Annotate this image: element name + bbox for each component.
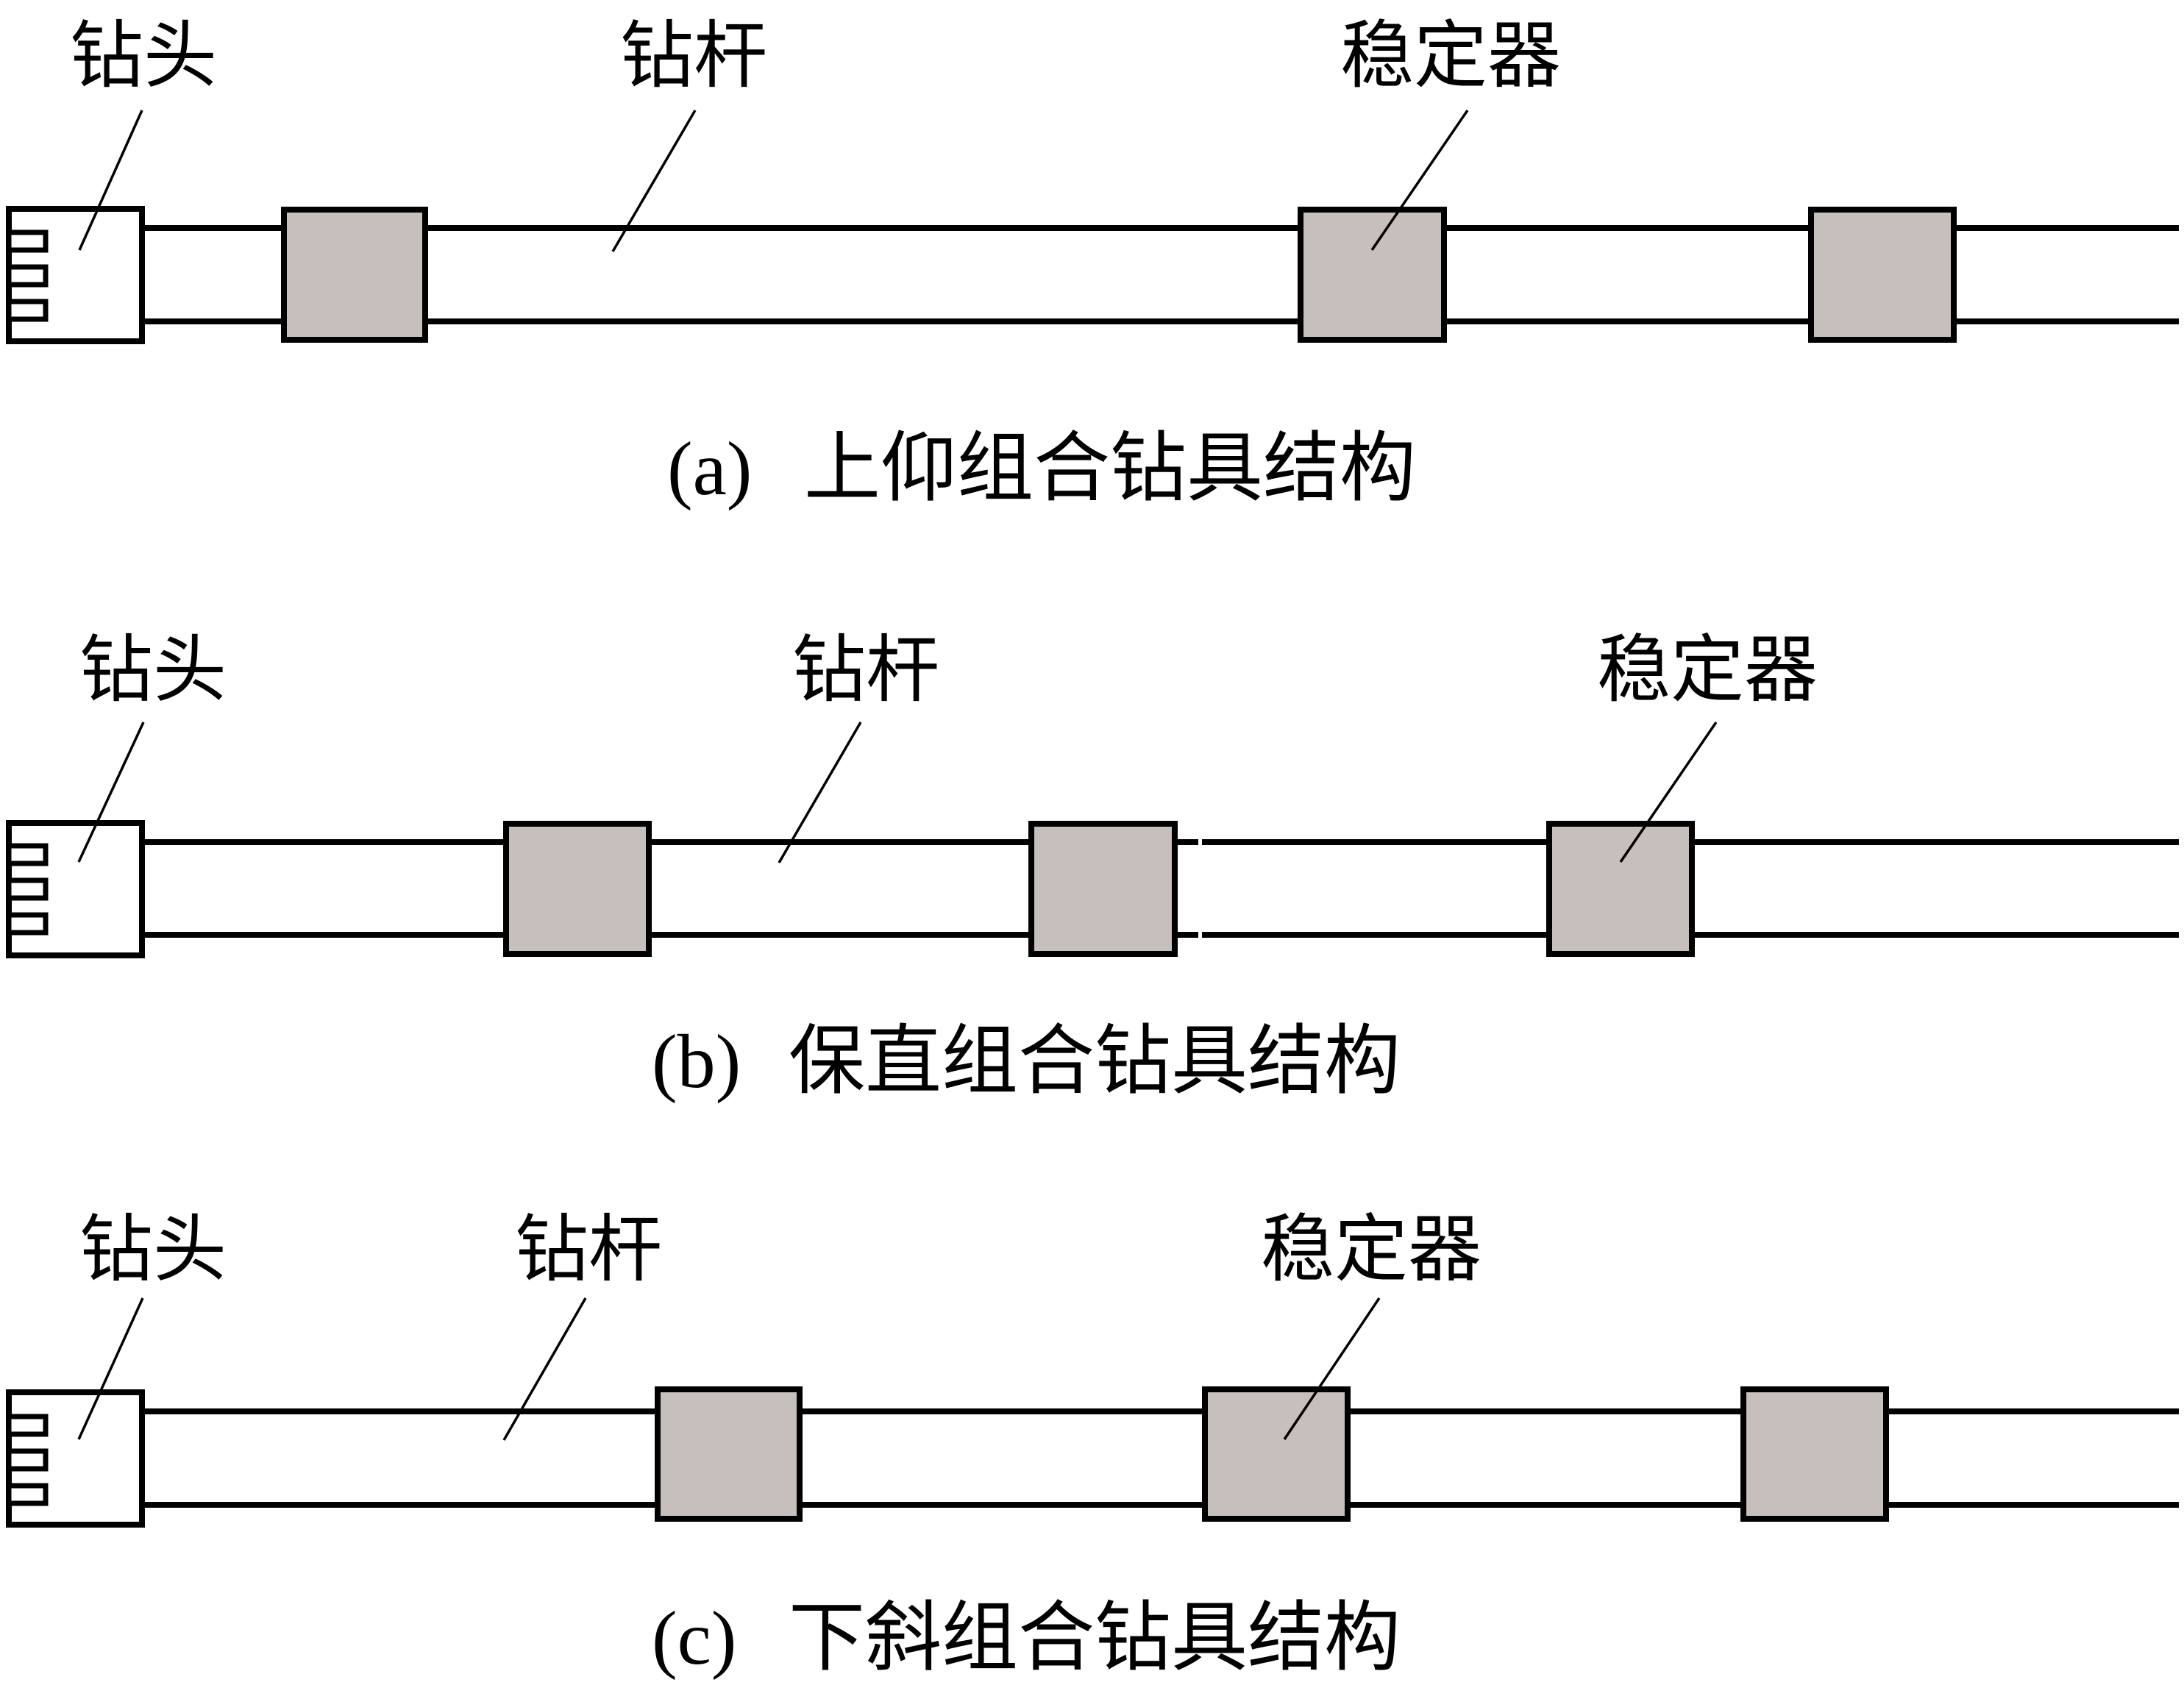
caption-text: 保直组合钻具结构: [789, 1019, 1401, 1104]
leader-line-pipe: [611, 110, 697, 252]
caption-text: 下斜组合钻具结构: [789, 1596, 1401, 1681]
stabilizer: [1808, 207, 1957, 343]
leader-line-pipe: [778, 722, 862, 863]
label-stabilizer: 稳定器: [1597, 627, 1818, 713]
label-bit: 钻头: [79, 627, 227, 713]
leader-line-stabilizer: [1283, 1297, 1381, 1440]
bit-tooth: [6, 1448, 49, 1472]
stabilizer: [1546, 821, 1695, 957]
label-stabilizer: 稳定器: [1340, 13, 1561, 99]
bit-tooth: [6, 229, 49, 253]
panel-c: 钻头 钻杆 稳定器 (c) 下斜组合钻具结构: [6, 1206, 2179, 1681]
stabilizer: [1202, 1386, 1351, 1522]
bit-tooth: [6, 1414, 49, 1437]
leader-line-stabilizer: [1370, 110, 1469, 251]
stabilizer: [1298, 207, 1447, 343]
panel-b: 钻头 钻杆 稳定器 (b) 保直组合钻具结构: [6, 627, 2179, 1104]
leader-line-bit: [78, 110, 143, 251]
label-pipe: 钻杆: [515, 1206, 662, 1292]
bit-tooth: [6, 843, 49, 866]
label-pipe: 钻杆: [620, 13, 767, 99]
bit-tooth: [6, 1483, 49, 1506]
label-bit: 钻头: [79, 1206, 227, 1292]
drill-bit: [6, 820, 145, 958]
stabilizer: [655, 1386, 803, 1522]
caption-text: 上仰组合钻具结构: [804, 427, 1416, 511]
stabilizer: [1740, 1386, 1889, 1522]
leader-line-bit: [77, 1297, 144, 1440]
leader-line-stabilizer: [1619, 722, 1718, 863]
bit-tooth: [6, 299, 49, 322]
stabilizer: [503, 821, 652, 957]
drill-bit: [6, 1389, 145, 1528]
bit-tooth: [6, 264, 49, 288]
stabilizer: [281, 207, 428, 343]
drill-bit: [6, 206, 145, 344]
caption-prefix: (a): [667, 427, 752, 511]
leader-line-bit: [77, 722, 145, 863]
caption-prefix: (c): [652, 1596, 736, 1681]
panel-a: 钻头 钻杆 稳定器 (a) 上仰组合钻具结构: [6, 13, 2179, 511]
bit-tooth: [6, 912, 49, 936]
leader-line-pipe: [502, 1297, 587, 1441]
caption-prefix: (b): [652, 1019, 741, 1104]
bit-tooth: [6, 877, 49, 901]
label-bit: 钻头: [70, 13, 217, 99]
stabilizer: [1028, 821, 1178, 957]
label-stabilizer: 稳定器: [1261, 1206, 1482, 1292]
label-pipe: 钻杆: [792, 627, 939, 713]
